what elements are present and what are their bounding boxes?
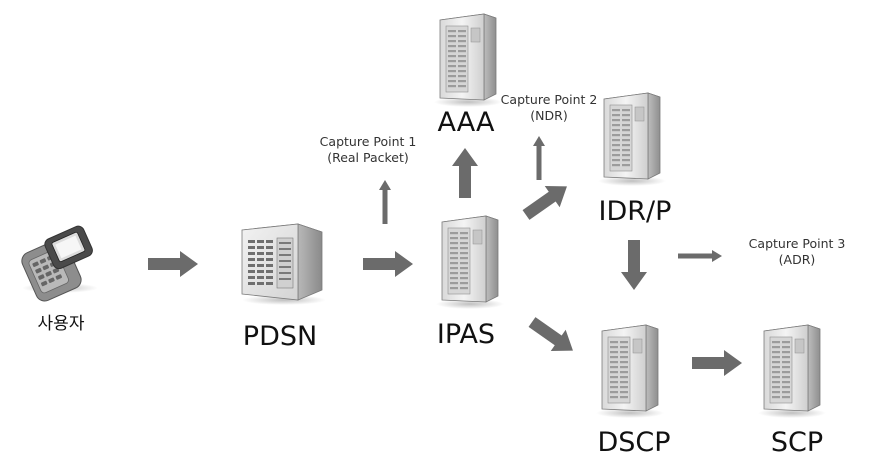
capture-point-2-title: Capture Point 2 [500, 92, 598, 107]
arrow-ipas-to-aaa [452, 148, 478, 198]
ipas-server-icon [435, 215, 505, 310]
idrp-server-icon [597, 92, 667, 187]
idrp-label: IDR/P [598, 196, 672, 227]
aaa-server-icon [433, 13, 503, 108]
capture-arrow-1 [379, 180, 391, 224]
arrow-user-to-pdsn [148, 251, 198, 277]
dscp-label: DSCP [597, 427, 671, 458]
arrow-ipas-to-idrp [518, 175, 575, 226]
arrow-idrp-to-dscp [621, 240, 647, 290]
mobile-phone-icon [21, 225, 98, 302]
capture-point-1-title: Capture Point 1 [319, 134, 417, 149]
arrow-ipas-to-dscp [524, 311, 581, 362]
capture-point-3-title: Capture Point 3 [748, 236, 846, 251]
capture-point-2-sub: (NDR) [530, 108, 568, 123]
capture-point-3-sub: (ADR) [778, 252, 816, 267]
capture-point-2-label: Capture Point 2 (NDR) [501, 92, 598, 124]
arrow-dscp-to-scp [692, 350, 742, 376]
capture-arrow-2 [533, 136, 545, 180]
pdsn-label: PDSN [242, 321, 318, 352]
scp-label: SCP [770, 427, 824, 458]
cube-server-icon [241, 223, 327, 306]
dscp-server-icon [595, 324, 665, 419]
capture-arrow-3 [678, 250, 722, 262]
capture-point-1-sub: (Real Packet) [327, 150, 409, 165]
capture-point-3-label: Capture Point 3 (ADR) [749, 236, 846, 268]
arrow-pdsn-to-ipas [363, 251, 413, 277]
capture-point-1-label: Capture Point 1 (Real Packet) [320, 134, 417, 166]
aaa-label: AAA [437, 107, 495, 138]
user-label: 사용자 [37, 314, 85, 334]
ipas-label: IPAS [436, 319, 496, 350]
scp-server-icon [757, 324, 827, 419]
